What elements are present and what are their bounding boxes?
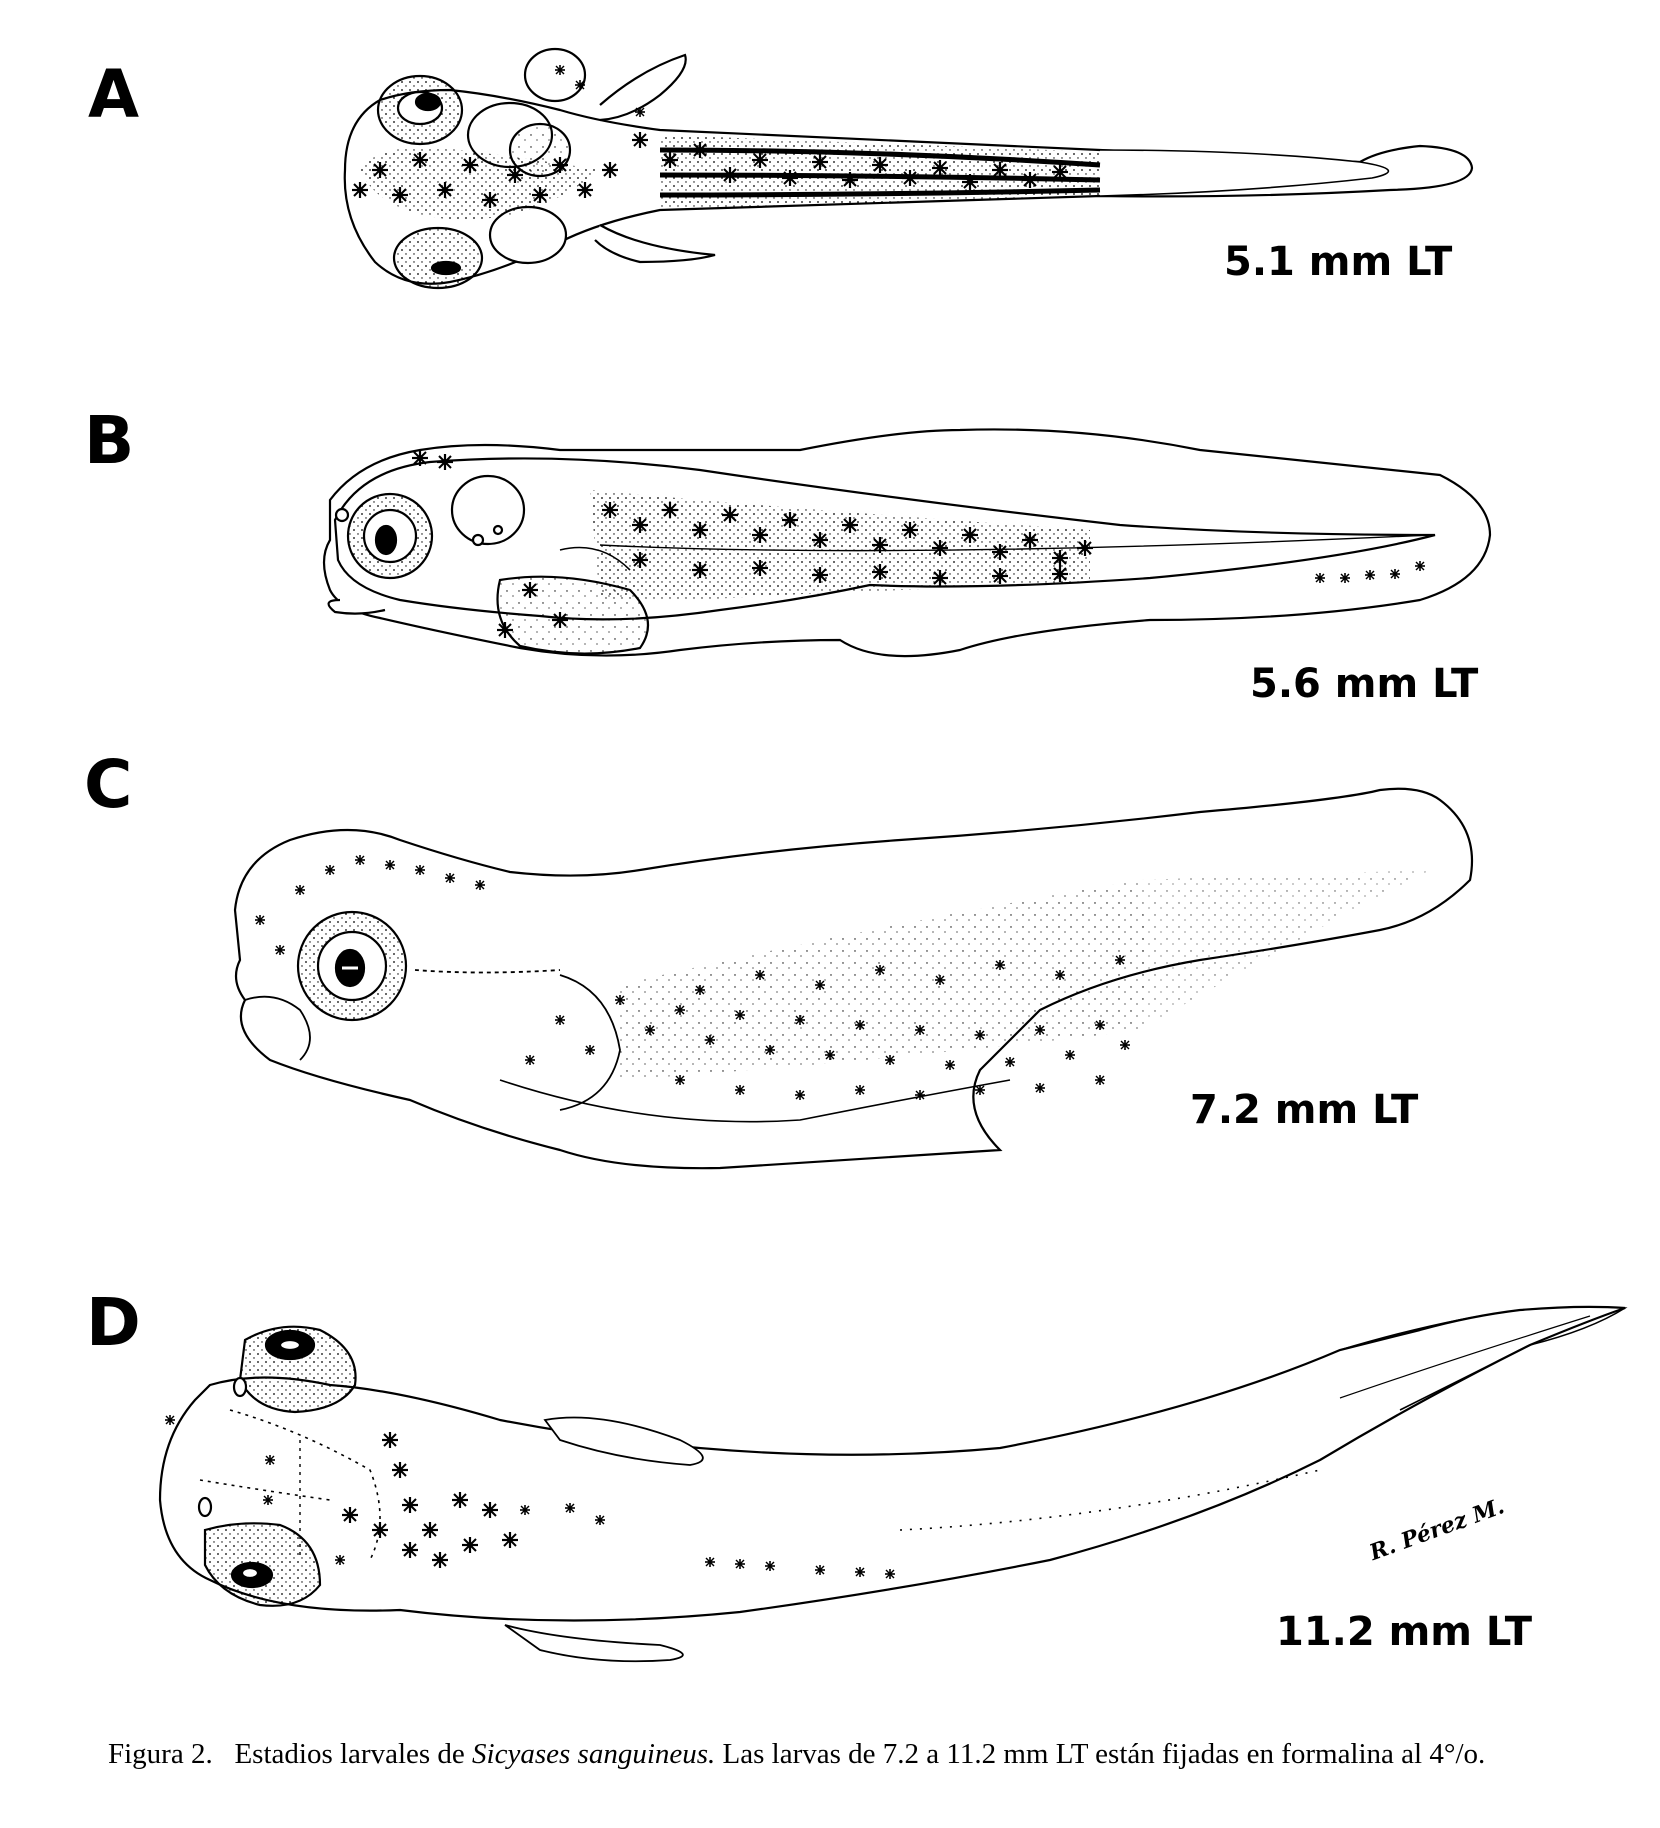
scale-label-d: 11.2 mm LT — [1276, 1609, 1533, 1655]
panel-letter-b: B — [84, 402, 135, 479]
larva-c-drawing — [233, 787, 1474, 1170]
figure-caption: Figura 2. Estadios larvales de Sicyases … — [108, 1738, 1628, 1771]
scale-label-a: 5.1 mm LT — [1224, 239, 1453, 285]
larva-b-drawing — [322, 428, 1492, 658]
panel-letter-a: A — [88, 56, 140, 133]
caption-species: Sicyases sanguineus. — [472, 1738, 716, 1770]
panel-letter-d: D — [86, 1284, 141, 1361]
caption-text-after-species: Las larvas de 7.2 a 11.2 mm LT están fij… — [722, 1738, 1486, 1770]
panel-letter-c: C — [84, 746, 133, 823]
scale-label-c: 7.2 mm LT — [1190, 1087, 1419, 1133]
larva-a-drawing — [343, 47, 1474, 290]
scale-label-b: 5.6 mm LT — [1250, 661, 1479, 707]
larva-d-drawing — [158, 1305, 1628, 1663]
caption-prefix: Figura 2. — [108, 1738, 213, 1770]
caption-text-before-species: Estadios larvales de — [234, 1738, 465, 1770]
